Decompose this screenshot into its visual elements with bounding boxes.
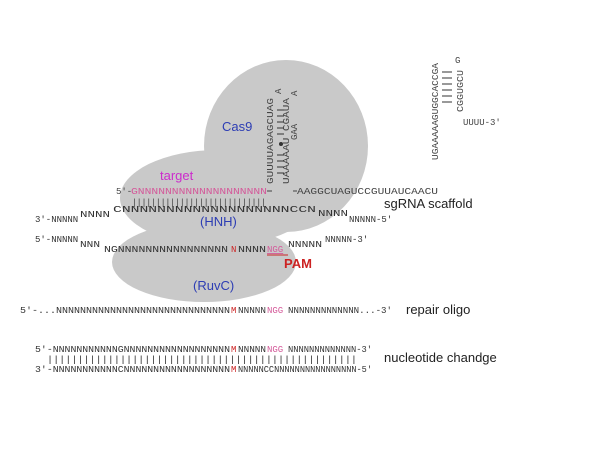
hairpin2-pairing xyxy=(442,71,452,103)
dna-top-right: NNNNN-5′ xyxy=(349,215,392,225)
repair-oligo-c: NNNNNNNNNNNNN...-3′ xyxy=(288,306,392,316)
repair-oligo-a: 5′-...NNNNNNNNNNNNNNNNNNNNNNNNNNNNN xyxy=(20,306,230,316)
sgrna-target-sequence: GNNNNNNNNNNNNNNNNNNN xyxy=(131,187,267,197)
sgrna-strand: 5′- GNNNNNNNNNNNNNNNNNNN AAGGCUAGUCCGUUA… xyxy=(116,187,438,197)
dna-bot-left: 5′-NNNNN xyxy=(35,235,78,245)
dna-top-wobble-left: NNNN xyxy=(80,210,110,220)
nucleotide-change-label: nucleotide chandge xyxy=(384,350,497,365)
final-bot-a: 3′-NNNNNNNNNNNCNNNNNNNNNNNNNNNNNN xyxy=(35,365,230,375)
final-top-pam: NGG xyxy=(267,345,283,355)
dna-bottom-strand: 5′-NNNNN NNN NGNNNNNNNNNNNNNNNN N NNNN N… xyxy=(35,235,368,255)
hairpin1-loop-gaa: GAA xyxy=(290,123,300,140)
repair-oligo-label: repair oligo xyxy=(406,302,470,317)
hairpin1-loop-a2: A xyxy=(290,90,300,96)
final-top-b: NNNNN xyxy=(238,345,266,355)
sgrna-5prime-label: 5′- xyxy=(116,187,132,197)
dna-top-strand: 3′-NNNNN NNNN CNNNNNNNNNNNNNNNNNNNCCN NN… xyxy=(35,205,392,225)
dna-top-left: 3′-NNNNN xyxy=(35,215,78,225)
hairpin2-loop-g: G xyxy=(455,56,460,66)
sgrna-scaffold-sequence: AAGGCUAGUCCGUUAUCAACU xyxy=(297,187,438,197)
dna-top-wobble-right: NNNN xyxy=(318,209,348,219)
dna-bot-wobble-right: NNNNN xyxy=(288,240,322,250)
hairpin1-outer-strand: UAAAAAU CGAUA xyxy=(282,97,292,184)
target-pairing-bars: |||||||||||||||||||||||||||| xyxy=(132,198,266,208)
hairpin1-inner-strand: GUUUUAGAGCUAG xyxy=(266,98,276,184)
sgrna-scaffold-label: sgRNA scaffold xyxy=(384,196,473,211)
final-pairing-bars: ||||||||||||||||||||||||||||||||||||||||… xyxy=(47,355,357,365)
final-top-mutation: M xyxy=(231,345,236,355)
hairpin1-pairing xyxy=(277,109,284,174)
repair-oligo: 5′-...NNNNNNNNNNNNNNNNNNNNNNNNNNNNN M NN… xyxy=(20,306,392,316)
target-label: target xyxy=(160,168,194,183)
edited-duplex: 5′-NNNNNNNNNNNGNNNNNNNNNNNNNNNNNN M NNNN… xyxy=(35,345,372,375)
sgrna-hairpin-1: GUUUUAGAGCUAG UAAAAAU CGAUA A A GAA xyxy=(266,88,300,184)
pam-label: PAM xyxy=(284,256,312,271)
hairpin2-left-strand: UGAAAAAGUGGCACCGA xyxy=(431,62,441,160)
cas9-label: Cas9 xyxy=(222,119,252,134)
hairpin2-right-strand: CGGUGCU xyxy=(456,70,466,112)
sgrna-hairpin-2: UGAAAAAGUGGCACCGA CGGUGCU G UUUU-3′ xyxy=(431,56,501,160)
cas9-hnh-lobe xyxy=(120,150,316,246)
final-top-a: 5′-NNNNNNNNNNNGNNNNNNNNNNNNNNNNNN xyxy=(35,345,230,355)
dna-bot-mutation-site: N xyxy=(231,245,236,255)
final-top-c: NNNNNNNNNNNNN-3′ xyxy=(288,345,372,355)
dna-bot-pam: NGG xyxy=(267,245,283,255)
repair-oligo-mutation: M xyxy=(231,306,236,316)
dna-bot-wobble-left: NNN xyxy=(80,240,100,250)
dna-top-core: CNNNNNNNNNNNNNNNNNNNCCN xyxy=(113,205,316,215)
hnh-label: (HNH) xyxy=(200,214,237,229)
hairpin1-loop-a1: A xyxy=(274,88,284,94)
repair-oligo-pam: NGG xyxy=(267,306,283,316)
dna-bot-right: NNNNN-3′ xyxy=(325,235,368,245)
cas9-ruvc-lobe xyxy=(112,222,296,302)
final-bot-b: NNNNNCCNNNNNNNNNNNNNNNN-5′ xyxy=(238,365,372,375)
cas9-protein xyxy=(112,60,368,302)
dna-bot-core-b: NNNN xyxy=(238,245,266,255)
sgrna-3prime-tail: UUUU-3′ xyxy=(463,118,501,128)
dna-bot-core-a: NGNNNNNNNNNNNNNNNN xyxy=(104,245,228,255)
repair-oligo-b: NNNNN xyxy=(238,306,266,316)
ruvc-label: (RuvC) xyxy=(193,278,234,293)
final-bot-mutation: M xyxy=(231,365,236,375)
